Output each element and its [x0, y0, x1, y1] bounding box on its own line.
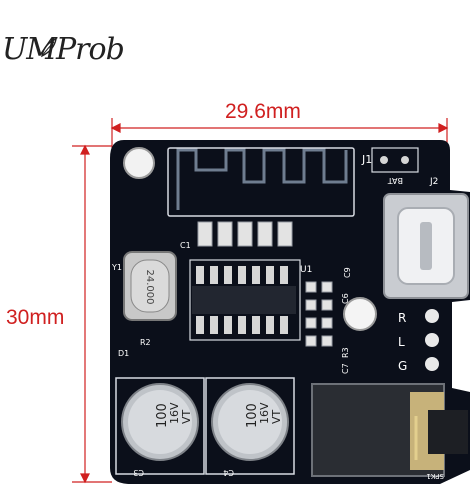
- j1-label: J1: [361, 153, 372, 166]
- c3-value: 100: [155, 403, 170, 428]
- d1-label: D1: [118, 349, 129, 358]
- c4-voltage: 16V: [258, 402, 271, 424]
- audio-jack: SPK1: [311, 383, 468, 480]
- c3-series: VT: [180, 409, 193, 424]
- r3-label: R3: [341, 347, 350, 358]
- c4-value: 100: [245, 403, 260, 428]
- u1-label: U1: [300, 265, 312, 275]
- j2-label: J2: [429, 177, 438, 187]
- height-label: 30mm: [6, 306, 65, 329]
- main-ic: U1: [189, 259, 312, 341]
- right-passives: [305, 281, 333, 347]
- width-dimension: [110, 118, 449, 150]
- l-label: L: [398, 335, 405, 349]
- spk1-label: SPK1: [426, 472, 444, 480]
- c7-label: C7: [341, 363, 350, 374]
- c3-label: C3: [133, 468, 144, 477]
- r2-label: R2: [140, 338, 151, 347]
- capacitor-c3: 100 16V VT C3: [115, 377, 205, 477]
- crystal-label: 24.000: [144, 270, 155, 305]
- capacitor-c4: 100 16V VT C4: [205, 377, 295, 477]
- rlg-pads: R L G: [398, 309, 439, 373]
- g-label: G: [398, 359, 407, 373]
- y1-label: Y1: [111, 263, 122, 272]
- usb-c-port: [383, 193, 469, 299]
- crystal-oscillator: 24.000 Y1: [111, 251, 177, 321]
- height-dimension: [72, 144, 112, 484]
- mount-hole-top-left: [123, 147, 155, 179]
- mount-hole-right: [343, 297, 377, 331]
- brand-logo: UMProb: [2, 32, 125, 67]
- smd-resistors: [197, 221, 293, 247]
- bat-connector: J1 BAT J2: [361, 147, 438, 187]
- brand-logo-text: UMProb: [2, 32, 125, 67]
- antenna-trace: [176, 148, 348, 210]
- r-label: R: [398, 311, 406, 325]
- c9-label: C9: [343, 267, 352, 278]
- c4-series: VT: [270, 409, 283, 424]
- c1-label: C1: [180, 241, 191, 250]
- c3-voltage: 16V: [168, 402, 181, 424]
- width-label: 29.6mm: [225, 100, 301, 123]
- leaf-icon: [41, 37, 57, 58]
- c6-label: C6: [341, 293, 350, 304]
- bat-label: BAT: [388, 176, 403, 185]
- c4-label: C4: [223, 468, 234, 477]
